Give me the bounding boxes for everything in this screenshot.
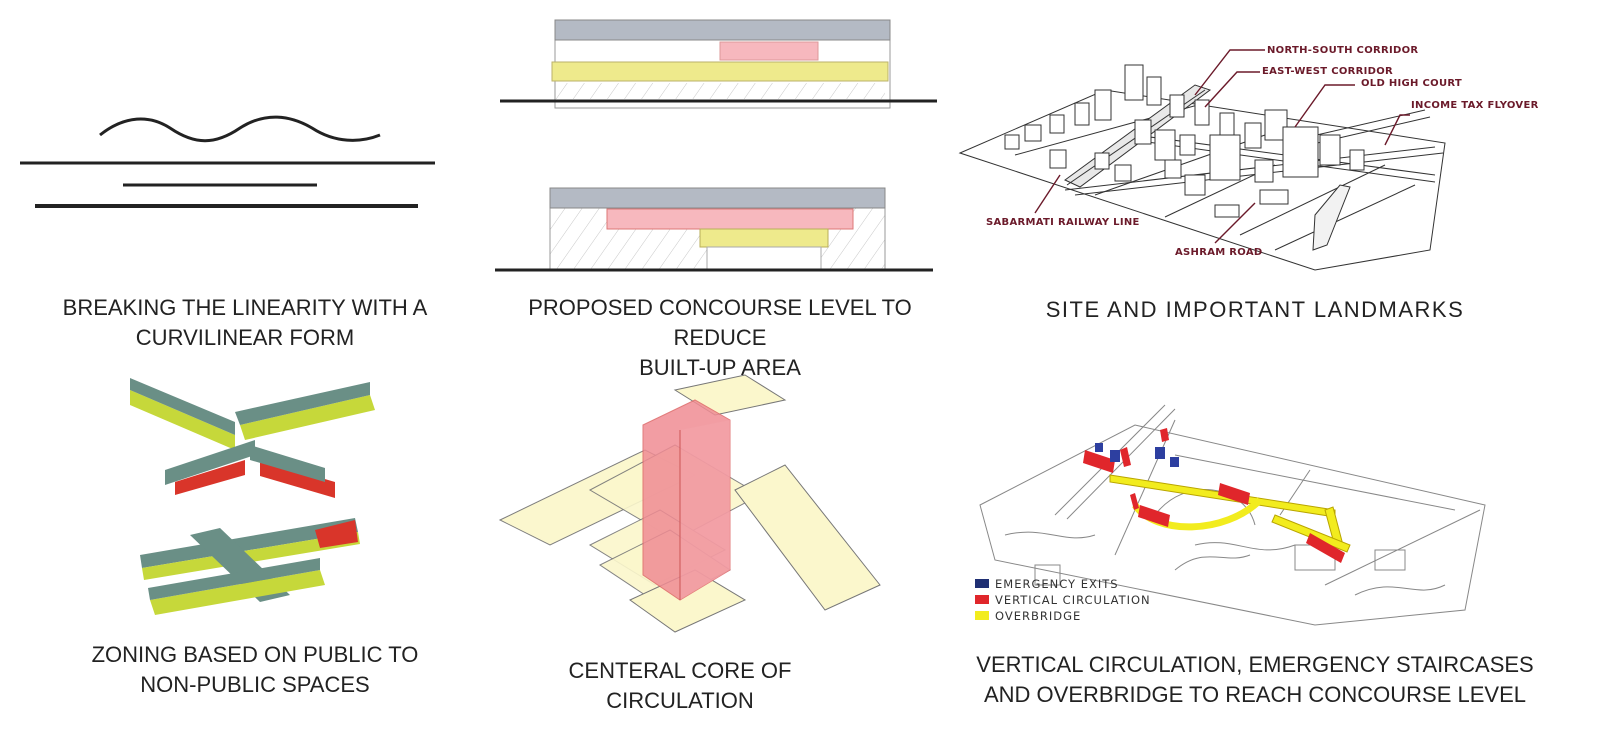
pink-block xyxy=(719,41,819,61)
section-proposed xyxy=(495,187,933,272)
label-sabarmati-railway: SABARMATI RAILWAY LINE xyxy=(986,217,1140,228)
caption-line: BREAKING THE LINEARITY WITH A xyxy=(62,295,428,320)
site-axonometric: NORTH-SOUTH CORRIDOR EAST-WEST CORRIDOR … xyxy=(958,45,1539,271)
label-north-south-corridor: NORTH-SOUTH CORRIDOR xyxy=(1267,45,1418,56)
legend: EMERGENCY EXITS VERTICAL CIRCULATION OVE… xyxy=(975,577,1151,623)
roof-slab xyxy=(554,19,891,41)
label-east-west-corridor: EAST-WEST CORRIDOR xyxy=(1262,66,1393,77)
panel-concourse-sections xyxy=(495,15,955,285)
curve-line xyxy=(99,115,381,143)
pink-concourse xyxy=(606,208,854,230)
caption-vertical-circulation: VERTICAL CIRCULATION, EMERGENCY STAIRCAS… xyxy=(975,650,1535,710)
pink-core xyxy=(642,399,731,601)
caption-line: NON-PUBLIC SPACES xyxy=(140,672,370,697)
central-core-diagram xyxy=(498,374,881,633)
caption-line: BUILT-UP AREA xyxy=(639,355,801,380)
legend-swatch-vertical-circulation xyxy=(975,595,989,604)
caption-concourse: PROPOSED CONCOURSE LEVEL TO REDUCE BUILT… xyxy=(490,293,950,383)
label-income-tax-flyover: INCOME TAX FLYOVER xyxy=(1411,100,1539,111)
panel-curvilinear-form xyxy=(15,100,455,230)
caption-line: AND OVERBRIDGE TO REACH CONCOURSE LEVEL xyxy=(984,682,1526,707)
caption-central-core: CENTERAL CORE OF CIRCULATION xyxy=(495,656,865,716)
caption-line: CURVILINEAR FORM xyxy=(135,325,355,350)
legend-label-vertical-circulation: VERTICAL CIRCULATION xyxy=(995,593,1151,607)
panel-site-map: NORTH-SOUTH CORRIDOR EAST-WEST CORRIDOR … xyxy=(955,35,1555,275)
panel-central-core xyxy=(495,370,895,640)
caption-zoning: ZONING BASED ON PUBLIC TO NON-PUBLIC SPA… xyxy=(75,640,435,700)
zoning-lower xyxy=(140,518,360,615)
caption-line: PROPOSED CONCOURSE LEVEL TO REDUCE xyxy=(528,295,912,350)
caption-line: SITE AND IMPORTANT LANDMARKS xyxy=(1045,297,1465,322)
panel-zoning xyxy=(120,370,390,630)
legend-swatch-overbridge xyxy=(975,611,989,620)
roof-slab xyxy=(549,187,886,209)
legend-label-emergency-exits: EMERGENCY EXITS xyxy=(995,577,1119,591)
section-existing xyxy=(500,19,937,109)
legend-swatch-emergency-exits xyxy=(975,579,989,588)
yellow-block xyxy=(699,228,829,248)
caption-curvilinear: BREAKING THE LINEARITY WITH A CURVILINEA… xyxy=(25,293,465,353)
yellow-slab xyxy=(551,61,889,82)
curvilinear-diagram xyxy=(20,115,435,208)
legend-label-overbridge: OVERBRIDGE xyxy=(995,609,1081,623)
emergency-exit-markers xyxy=(1095,443,1179,467)
zoning-upper xyxy=(130,378,375,498)
circulation-plan: EMERGENCY EXITS VERTICAL CIRCULATION OVE… xyxy=(975,404,1486,626)
caption-site: SITE AND IMPORTANT LANDMARKS xyxy=(1045,295,1465,325)
caption-line: ZONING BASED ON PUBLIC TO xyxy=(91,642,419,667)
concourse-section-diagram xyxy=(495,19,937,272)
zoning-diagram xyxy=(130,378,375,615)
label-old-high-court: OLD HIGH COURT xyxy=(1361,78,1462,89)
vertical-circulation-markers xyxy=(1083,428,1345,563)
caption-line: VERTICAL CIRCULATION, EMERGENCY STAIRCAS… xyxy=(976,652,1534,677)
caption-line: CENTERAL CORE OF CIRCULATION xyxy=(568,658,792,713)
label-ashram-road: ASHRAM ROAD xyxy=(1175,247,1262,258)
panel-vertical-circulation: EMERGENCY EXITS VERTICAL CIRCULATION OVE… xyxy=(975,395,1535,635)
